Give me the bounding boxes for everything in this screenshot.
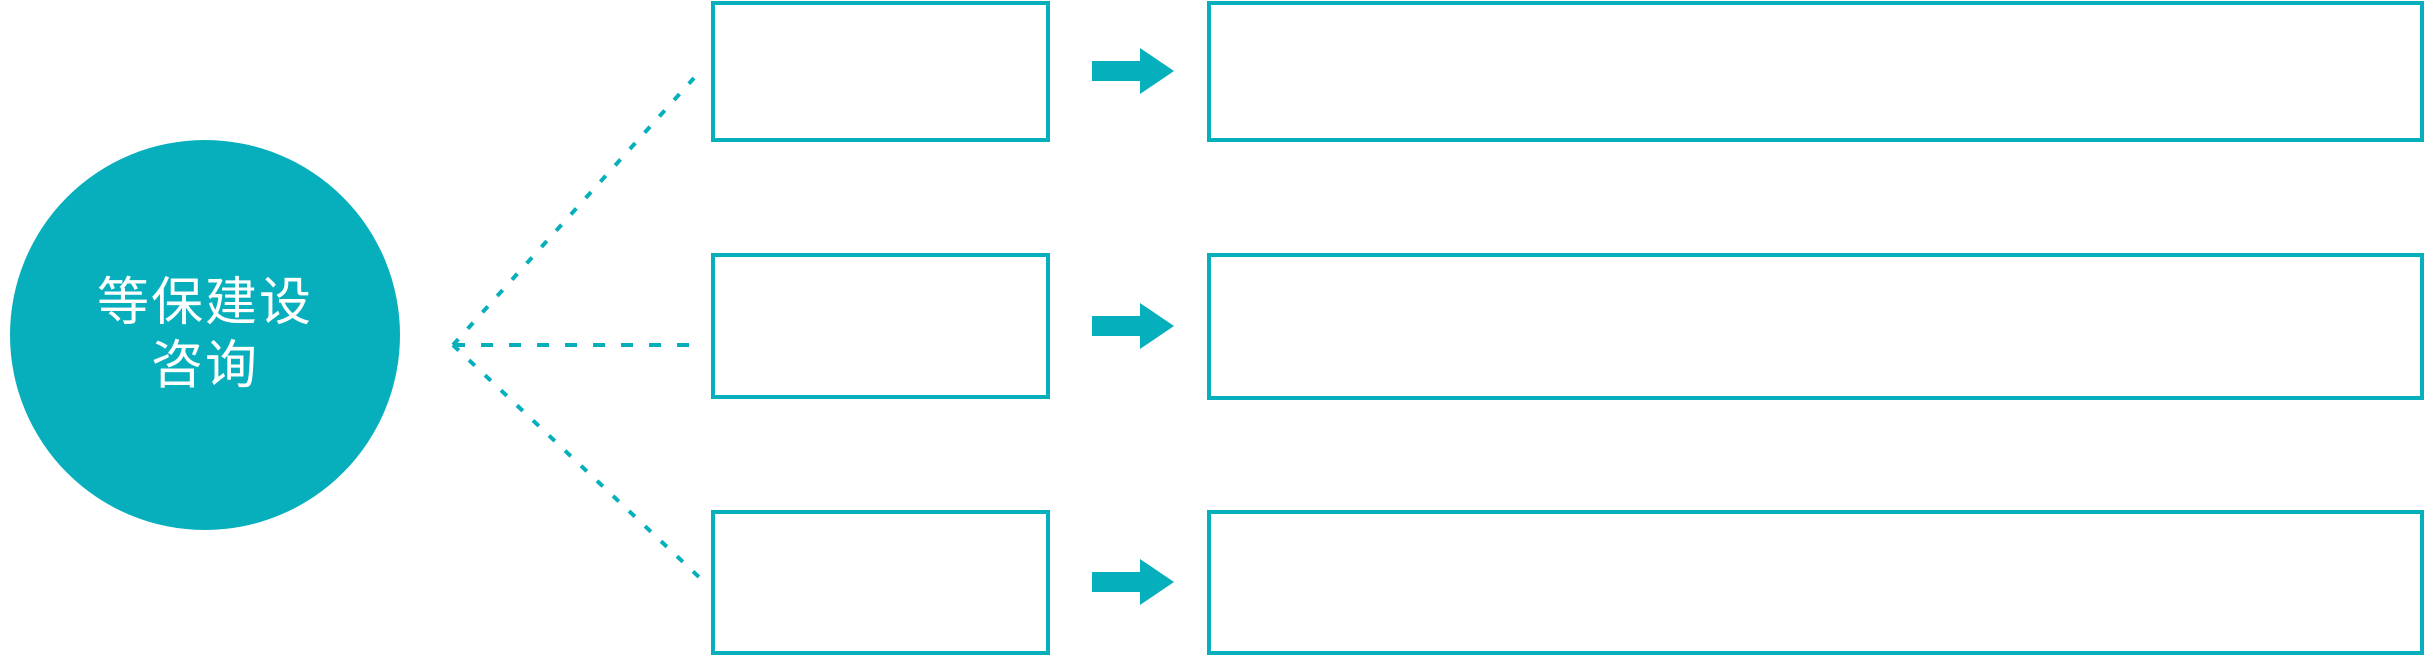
hub-node[interactable]: 等保建设 咨询 bbox=[10, 140, 400, 530]
arrow-right-icon-row-3 bbox=[1092, 559, 1174, 605]
arrow-right-icon-row-1 bbox=[1092, 48, 1174, 94]
detail-box-row-1[interactable] bbox=[1207, 1, 2424, 142]
connector-line-row-1 bbox=[451, 76, 696, 347]
stage-box-row-3[interactable] bbox=[711, 510, 1050, 655]
connector-line-row-3 bbox=[451, 343, 702, 580]
hub-title-line-1: 等保建设 bbox=[96, 273, 313, 332]
hub-title-line-2: 咨询 bbox=[150, 337, 259, 395]
arrow-right-icon-row-2 bbox=[1092, 303, 1174, 349]
stage-box-row-2[interactable] bbox=[711, 253, 1050, 399]
stage-box-row-1[interactable] bbox=[711, 1, 1050, 142]
detail-box-row-2[interactable] bbox=[1207, 253, 2424, 400]
detail-box-row-3[interactable] bbox=[1207, 510, 2424, 655]
